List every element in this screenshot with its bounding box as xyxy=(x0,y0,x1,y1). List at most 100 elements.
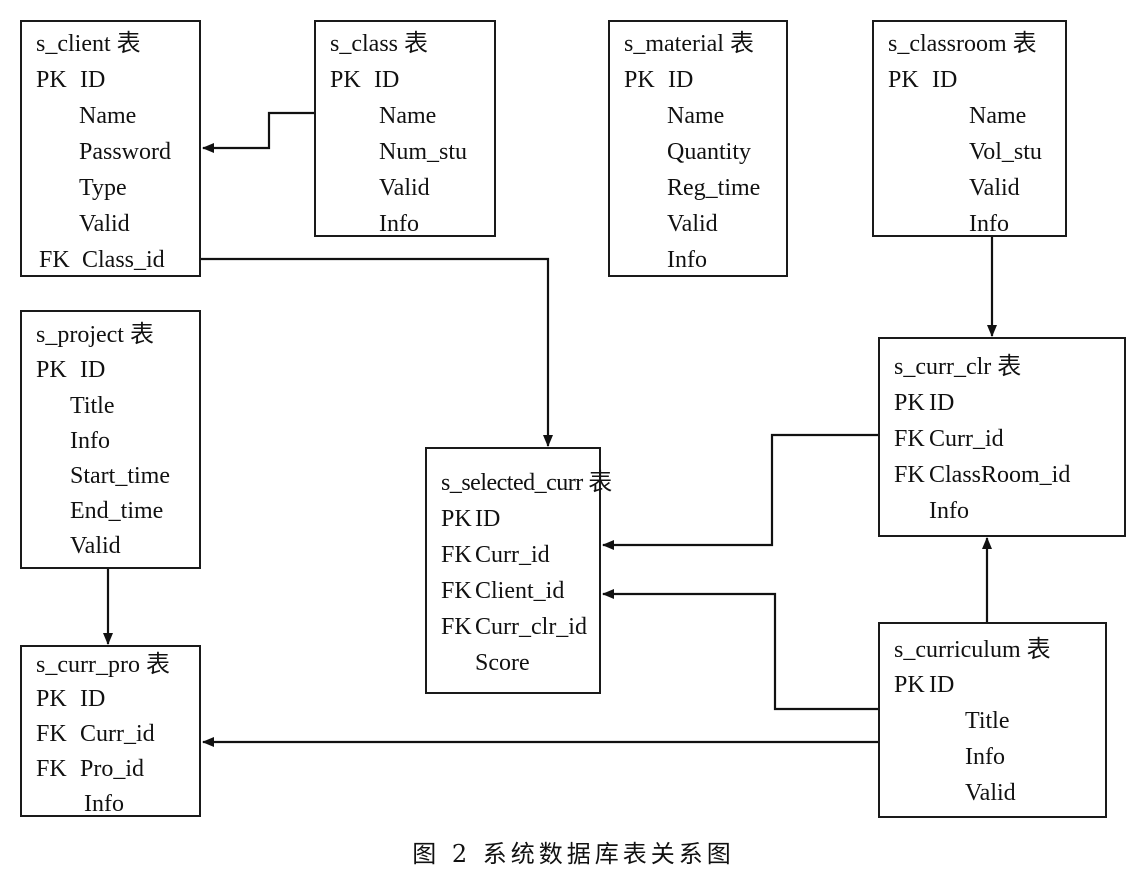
table-title: s_client 表 xyxy=(36,31,141,57)
field-name: ID xyxy=(80,686,106,712)
field-row: Score xyxy=(475,650,530,676)
field-name: ID xyxy=(80,67,106,93)
key-badge: FK xyxy=(441,578,472,604)
field-row: Num_stu xyxy=(379,139,468,165)
field-row: Quantity xyxy=(667,139,751,165)
field-name: ID xyxy=(80,357,106,383)
field-name: Curr_id xyxy=(929,426,1004,452)
field-row: Valid xyxy=(965,780,1016,806)
key-badge: PK xyxy=(330,67,361,93)
key-badge: PK xyxy=(888,67,919,93)
field-name: Class_id xyxy=(82,247,165,273)
table-s_client: s_client 表 PK ID Name Password Type Valid… xyxy=(20,20,201,277)
table-title: s_selected_curr 表 xyxy=(441,470,612,496)
field-row: Valid xyxy=(79,211,130,237)
field-name: ID xyxy=(374,67,400,93)
table-s_class: s_class 表 PK ID Name Num_stu Valid Info xyxy=(314,20,496,237)
field-row: PK ID xyxy=(36,681,105,717)
key-badge: FK xyxy=(894,426,925,452)
field-row: Name xyxy=(379,103,437,129)
table-title: s_classroom 表 xyxy=(888,31,1037,57)
table-s_classroom: s_classroom 表 PK ID Name Vol_stu Valid In… xyxy=(872,20,1067,237)
field-row: Name xyxy=(969,103,1027,129)
key-badge: PK xyxy=(894,390,925,416)
field-name: ID xyxy=(929,390,955,416)
table-s_curr_pro: s_curr_pro 表 PK ID FK Curr_id FK Pro_id Inf… xyxy=(20,645,201,817)
key-badge: FK xyxy=(36,756,67,782)
field-row: Valid xyxy=(70,533,121,559)
key-badge: PK xyxy=(624,67,655,93)
field-name: ID xyxy=(668,67,694,93)
key-badge: PK xyxy=(36,686,67,712)
relation-s_curr_clr-to-s_selected_curr xyxy=(602,433,878,550)
key-badge: FK xyxy=(39,247,70,273)
field-row: PK ID xyxy=(36,352,105,388)
key-badge: PK xyxy=(441,506,472,532)
field-row: FK Pro_id xyxy=(36,751,144,787)
field-row: Valid xyxy=(379,175,430,201)
field-name: Pro_id xyxy=(80,756,145,782)
field-row: Title xyxy=(70,393,115,419)
field-row: Info xyxy=(969,211,1009,237)
field-row: Name xyxy=(79,103,137,129)
key-badge: PK xyxy=(36,67,67,93)
field-row: PK ID xyxy=(330,62,399,98)
field-row: Info xyxy=(965,744,1005,770)
field-row: Info xyxy=(667,247,707,273)
table-title: s_curriculum 表 xyxy=(894,637,1051,663)
field-row: Reg_time xyxy=(667,175,761,201)
field-name: Curr_clr_id xyxy=(475,614,587,640)
table-title: s_curr_pro 表 xyxy=(36,652,170,678)
field-row: PK ID xyxy=(36,62,105,98)
field-name: ClassRoom_id xyxy=(929,462,1071,488)
field-row: FK Class_id xyxy=(39,242,165,278)
key-badge: PK xyxy=(36,357,67,383)
field-row: Info xyxy=(929,498,969,524)
relation-s_curriculum-to-s_selected_curr xyxy=(602,589,878,711)
field-row: End_time xyxy=(70,498,164,524)
field-row: PK ID xyxy=(888,62,957,98)
table-title: s_class 表 xyxy=(330,31,428,57)
field-name: ID xyxy=(475,506,501,532)
field-name: Client_id xyxy=(475,578,565,604)
field-row: Start_time xyxy=(70,463,170,489)
field-row: Password xyxy=(79,139,172,165)
table-title: s_curr_clr 表 xyxy=(894,354,1022,380)
relation-s_class-to-s_client xyxy=(202,111,314,153)
field-name: Curr_id xyxy=(475,542,550,568)
key-badge: FK xyxy=(36,721,67,747)
key-badge: FK xyxy=(441,542,472,568)
field-name: ID xyxy=(929,672,955,698)
field-row: Valid xyxy=(667,211,718,237)
key-badge: FK xyxy=(441,614,472,640)
field-row: Vol_stu xyxy=(969,139,1042,165)
relation-s_client-to-s_selected_curr xyxy=(201,257,553,447)
field-name: Curr_id xyxy=(80,721,155,747)
field-row: Info xyxy=(379,211,419,237)
field-row: PK ID xyxy=(624,62,693,98)
field-row: Info xyxy=(70,428,110,454)
key-badge: FK xyxy=(894,462,925,488)
figure-caption: 图 2 系统数据库表关系图 xyxy=(412,840,735,868)
field-name: ID xyxy=(932,67,958,93)
table-title: s_project 表 xyxy=(36,322,154,348)
field-row: Title xyxy=(965,708,1010,734)
field-row: Valid xyxy=(969,175,1020,201)
field-row: FK Curr_id xyxy=(36,716,155,752)
field-row: Info xyxy=(84,791,124,817)
field-row: Name xyxy=(667,103,725,129)
field-row: Type xyxy=(79,175,127,201)
